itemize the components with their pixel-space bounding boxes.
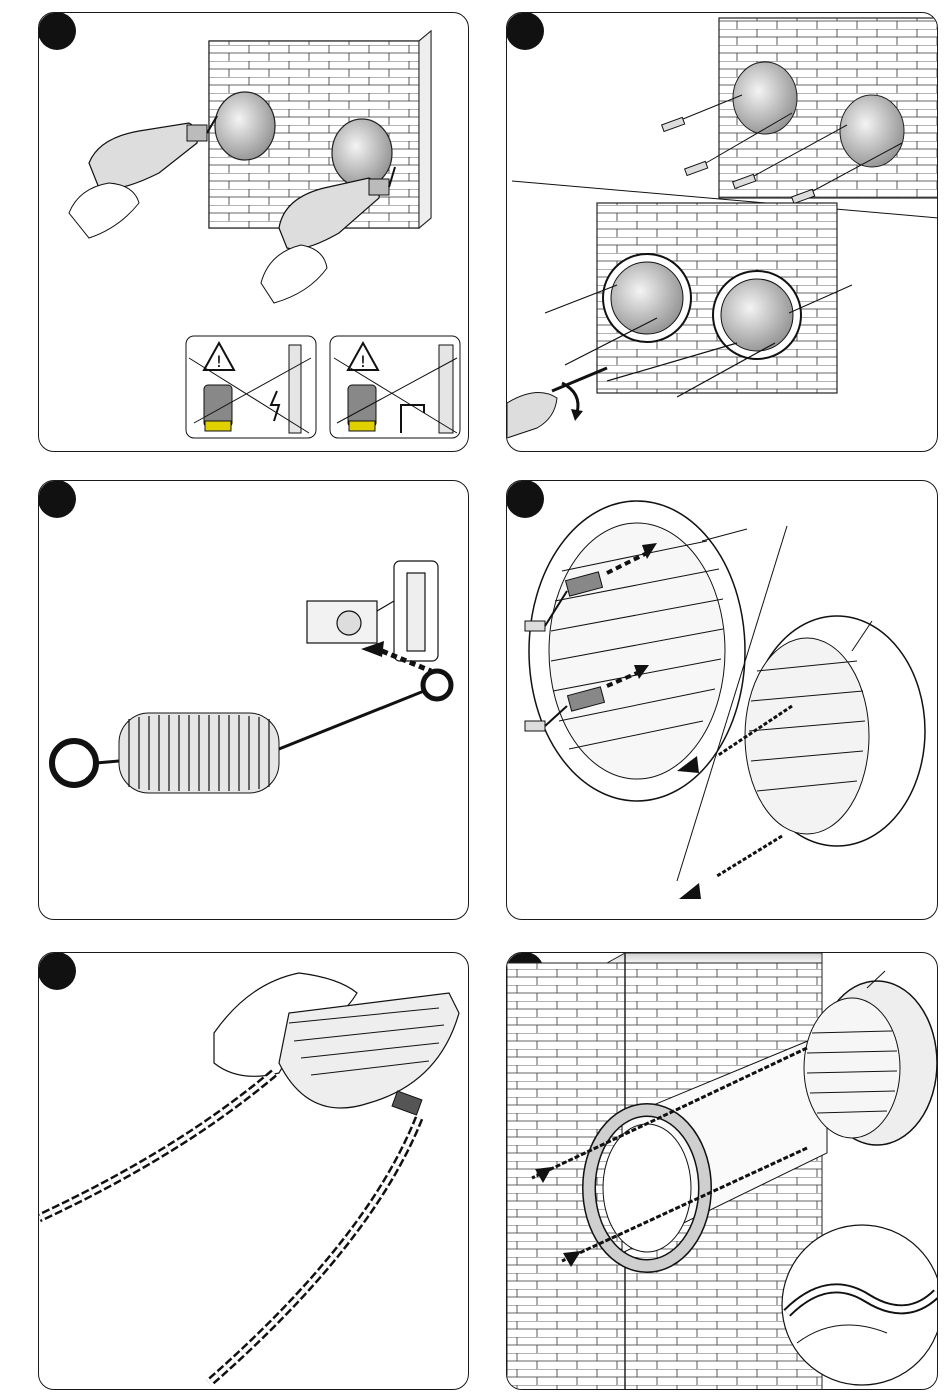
- callout-line-1: [702, 529, 747, 541]
- tension-spring: [52, 671, 451, 793]
- grille-outer: [804, 981, 937, 1145]
- grille-ring-inner: [589, 1110, 705, 1266]
- wall-installation-illustration: [507, 953, 938, 1390]
- warning-box-electric: !: [186, 336, 316, 438]
- spring: [392, 1091, 422, 1115]
- wall-hole-top-right: [840, 95, 904, 167]
- wall-hole-right: [332, 119, 392, 187]
- wall-hole-top-left: [733, 62, 797, 134]
- drill-left: [69, 116, 217, 238]
- grille-spring-illustration: [507, 481, 938, 920]
- chain-lower: [679, 836, 782, 899]
- fixing-illustration: [507, 13, 938, 452]
- chain-detail-magnifier: [782, 1225, 938, 1385]
- step-panel-5: [38, 952, 469, 1390]
- warning-box-pipe: !: [330, 336, 460, 438]
- chain-holding-illustration: [39, 953, 469, 1390]
- svg-text:!: !: [216, 352, 222, 371]
- step-panel-4: [506, 480, 938, 920]
- step-panel-2: [506, 12, 938, 452]
- grille-ring-left: [603, 254, 691, 342]
- screwdriver-hand: [507, 368, 607, 438]
- step-panel-6: [506, 952, 938, 1390]
- step-panel-1: ! !: [38, 12, 469, 452]
- grille-front: [529, 501, 745, 801]
- spring-illustration: [39, 481, 469, 920]
- svg-text:!: !: [360, 352, 366, 371]
- wall-hole-left: [215, 92, 275, 160]
- chain-right: [209, 1118, 419, 1383]
- grille-back: [745, 616, 925, 846]
- step-panel-3: [38, 480, 469, 920]
- drilling-illustration: ! !: [39, 13, 469, 452]
- chain-left: [39, 1073, 274, 1218]
